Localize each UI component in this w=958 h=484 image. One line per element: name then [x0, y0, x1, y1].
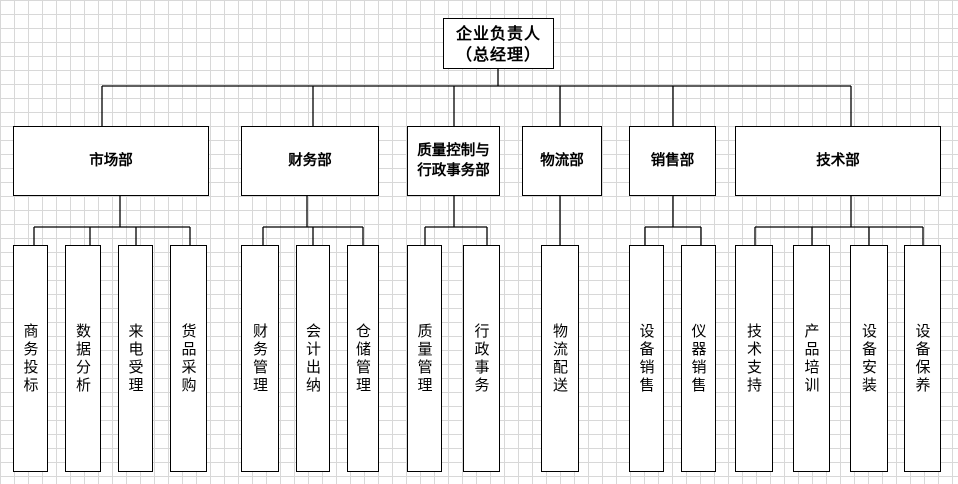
dept-label-line: 质量控制与	[417, 143, 490, 159]
dept-label-line: 行政事务部	[417, 163, 490, 179]
unit-box: 质量管理	[407, 245, 442, 472]
unit-label: 行政事务	[472, 322, 491, 395]
dept-label: 市场部	[89, 153, 133, 169]
unit-label: 仓储管理	[354, 322, 372, 395]
unit-label: 技术支持	[745, 322, 763, 395]
unit-box: 仪器销售	[681, 245, 716, 472]
unit-label: 货品采购	[179, 322, 198, 395]
dept-label: 销售部	[650, 153, 695, 169]
unit-box: 技术支持	[735, 245, 773, 472]
dept-box-finance: 财务部	[241, 126, 379, 196]
unit-label: 设备安装	[860, 322, 878, 395]
unit-box: 财务管理	[241, 245, 279, 472]
unit-label: 仪器销售	[689, 322, 708, 395]
unit-box: 产品培训	[793, 245, 830, 472]
unit-box: 设备保养	[904, 245, 941, 472]
unit-label: 物流配送	[551, 322, 569, 395]
unit-label: 来电受理	[126, 322, 145, 395]
unit-label: 会计出纳	[304, 322, 322, 395]
dept-label: 财务部	[288, 153, 332, 169]
root-title: 企业负责人	[455, 23, 541, 43]
unit-box: 设备安装	[850, 245, 888, 472]
dept-label: 质量控制与行政事务部	[417, 141, 490, 181]
unit-box: 会计出纳	[296, 245, 330, 472]
root-box: 企业负责人 （总经理）	[443, 18, 554, 69]
unit-label: 财务管理	[251, 322, 269, 395]
unit-box: 设备销售	[629, 245, 664, 472]
unit-box: 商务投标	[13, 245, 48, 472]
dept-label: 技术部	[816, 153, 860, 169]
unit-label: 产品培训	[802, 322, 821, 395]
unit-box: 仓储管理	[347, 245, 379, 472]
dept-label: 物流部	[540, 153, 584, 169]
unit-box: 来电受理	[118, 245, 153, 472]
unit-box: 数据分析	[65, 245, 101, 472]
dept-box-sales: 销售部	[629, 126, 716, 196]
unit-label: 质量管理	[415, 322, 434, 395]
unit-box: 物流配送	[541, 245, 579, 472]
unit-label: 数据分析	[74, 322, 92, 395]
dept-box-quality-admin: 质量控制与行政事务部	[407, 126, 500, 196]
dept-box-tech: 技术部	[735, 126, 941, 196]
dept-box-logistics: 物流部	[522, 126, 602, 196]
unit-box: 货品采购	[170, 245, 207, 472]
dept-box-market: 市场部	[13, 126, 209, 196]
unit-label: 商务投标	[21, 322, 40, 395]
unit-box: 行政事务	[463, 245, 500, 472]
unit-label: 设备销售	[637, 322, 656, 395]
unit-label: 设备保养	[913, 322, 932, 395]
root-subtitle: （总经理）	[455, 44, 541, 64]
